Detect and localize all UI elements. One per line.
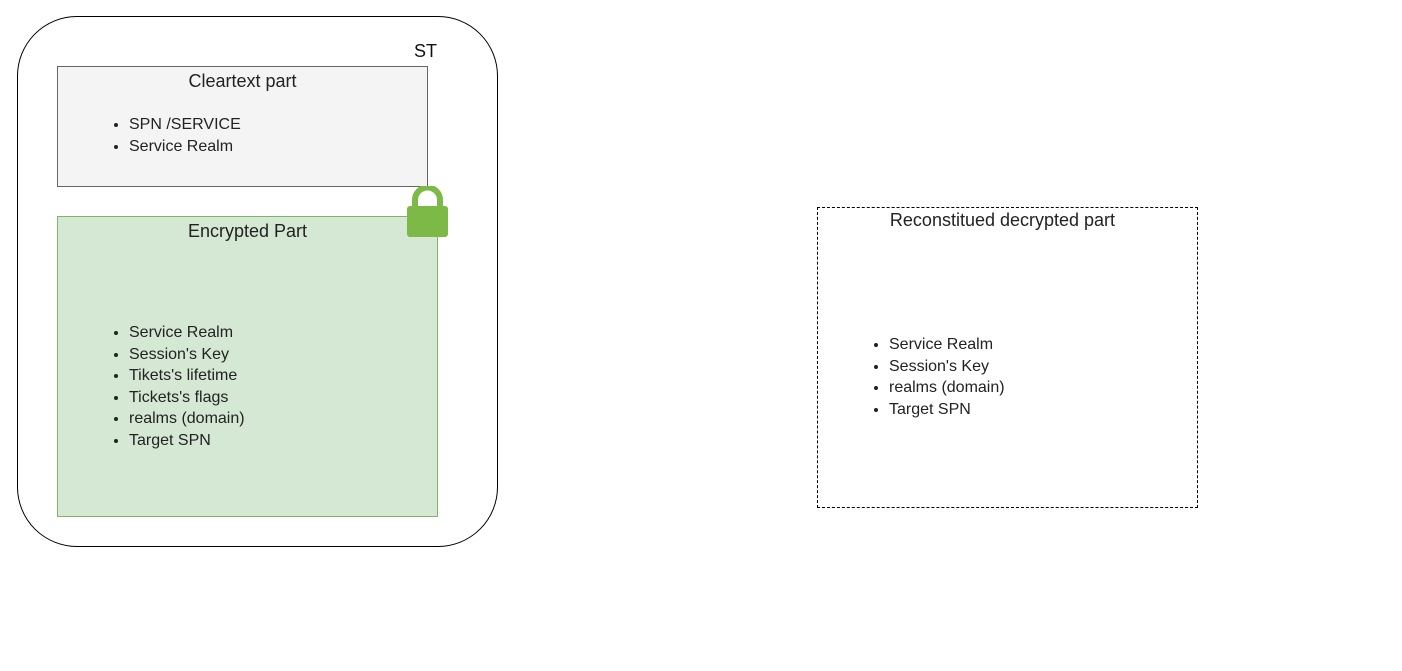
list-item: Tickets's flags — [129, 387, 245, 409]
list-item: Session's Key — [889, 356, 1005, 378]
encrypted-list: Service Realm Session's Key Tikets's lif… — [109, 322, 245, 451]
list-item: Session's Key — [129, 344, 245, 366]
list-item: Service Realm — [129, 322, 245, 344]
cleartext-part-title: Cleartext part — [188, 71, 297, 91]
reconstituted-list: Service Realm Session's Key realms (doma… — [869, 334, 1005, 420]
list-item: Target SPN — [129, 430, 245, 452]
encrypted-part-box: Encrypted Part Service Realm Session's K… — [57, 216, 438, 517]
lock-icon — [407, 186, 448, 237]
list-item: Tikets's lifetime — [129, 365, 245, 387]
service-ticket-container — [17, 16, 498, 547]
list-item: Service Realm — [889, 334, 1005, 356]
cleartext-part-box: Cleartext part SPN /SERVICE Service Real… — [57, 66, 428, 187]
reconstituted-part-title: Reconstitued decrypted part — [889, 210, 1116, 230]
list-item: realms (domain) — [129, 408, 245, 430]
reconstituted-decrypted-part-box: Reconstitued decrypted part Service Real… — [817, 207, 1198, 508]
st-label: ST — [414, 41, 438, 61]
list-item: Service Realm — [129, 136, 241, 158]
list-item: Target SPN — [889, 399, 1005, 421]
list-item: SPN /SERVICE — [129, 114, 241, 136]
encrypted-part-title: Encrypted Part — [187, 221, 308, 241]
list-item: realms (domain) — [889, 377, 1005, 399]
cleartext-list: SPN /SERVICE Service Realm — [109, 114, 241, 157]
